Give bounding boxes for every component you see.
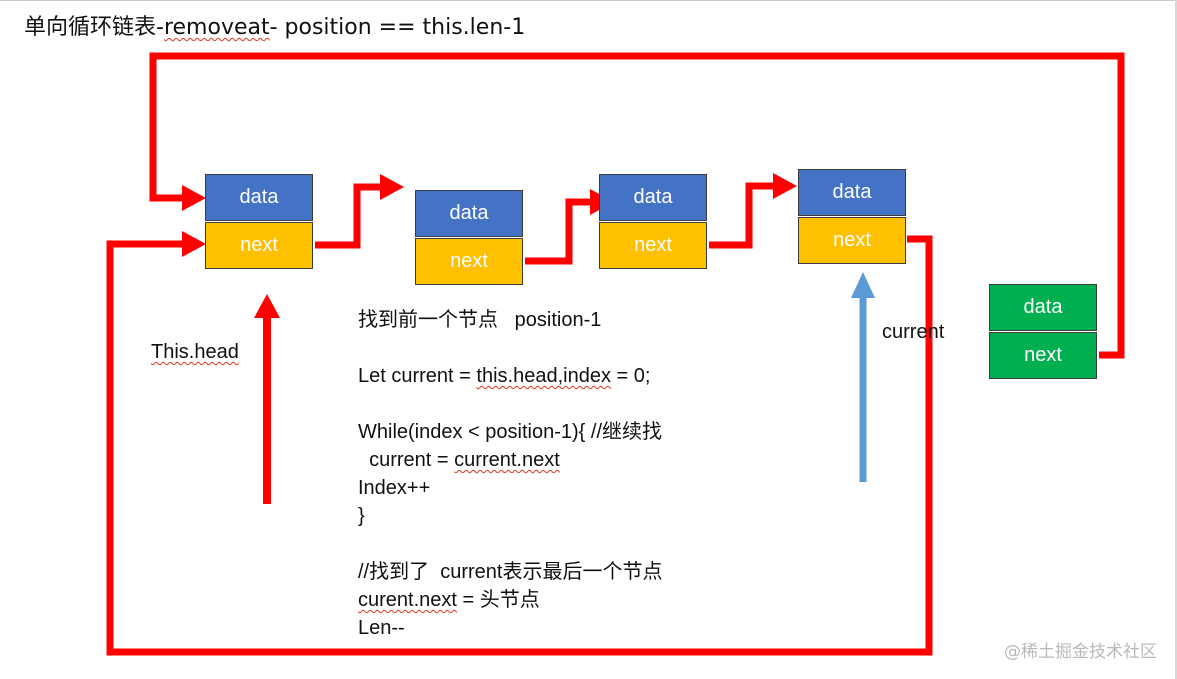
blank-line — [358, 334, 662, 362]
right-border-line — [1175, 0, 1177, 679]
code-line: 找到前一个节点 position-1 — [358, 309, 602, 331]
link-node3-to-node4 — [709, 182, 775, 249]
head-pointer-label: This.head — [151, 341, 239, 363]
list-node-2: data next — [415, 190, 523, 286]
watermark: @稀土掘金技术社区 — [1004, 642, 1157, 662]
node-data-cell: data — [599, 174, 707, 221]
list-node-4: data next — [798, 169, 906, 265]
node-next-cell: next — [205, 222, 313, 269]
code-line: current = current.next — [358, 446, 662, 474]
code-text: = 0; — [610, 365, 651, 387]
link-node1-to-node2-arrowhead — [380, 174, 404, 200]
node-data-cell: data — [415, 190, 523, 237]
code-line: //找到了 current表示最后一个节点 — [358, 561, 663, 583]
code-text: = 头节点 — [456, 589, 540, 611]
tail-to-head-arrowhead — [182, 231, 206, 257]
removed-node: data next — [989, 284, 1097, 380]
current-pointer-arrowhead — [851, 272, 875, 298]
node-next-cell: next — [415, 238, 523, 285]
node-next-cell: next — [798, 217, 906, 264]
link-node2-to-node3 — [525, 198, 592, 265]
head-pointer-arrowhead — [254, 294, 280, 318]
top-border-line — [0, 0, 1177, 1]
code-text: curent.next — [358, 589, 457, 611]
link-node3-to-node4-arrowhead — [773, 173, 797, 199]
title-prefix: 单向循环链表- — [24, 15, 164, 40]
wrap-link-from-last-node — [149, 52, 1125, 359]
blank-line — [358, 530, 662, 558]
code-text: Let current = — [358, 365, 477, 387]
diagram-title: 单向循环链表-removeat- position == this.len-1 — [24, 9, 525, 41]
code-line: Index++ — [358, 477, 431, 499]
blank-line — [358, 390, 662, 418]
code-line: } — [358, 505, 365, 527]
tail-to-head-link — [106, 235, 933, 656]
link-node1-to-node2 — [315, 183, 382, 249]
code-text: current = — [358, 449, 455, 471]
list-node-3: data next — [599, 174, 707, 270]
wrap-link-arrowhead — [182, 185, 206, 211]
code-text: this.head,index — [476, 365, 611, 387]
title-keyword: removeat — [163, 15, 270, 40]
node-data-cell: data — [798, 169, 906, 216]
title-suffix: - position == this.len-1 — [269, 15, 526, 40]
code-text: current.next — [454, 449, 560, 471]
code-line: Len-- — [358, 617, 405, 639]
node-data-cell: data — [205, 174, 313, 221]
node-next-cell: next — [599, 222, 707, 269]
node-next-cell: next — [989, 332, 1097, 379]
code-line: Let current = this.head,index = 0; — [358, 362, 662, 390]
code-line: While(index < position-1){ //继续找 — [358, 421, 663, 443]
list-node-1: data next — [205, 174, 313, 270]
current-pointer-label: current — [882, 321, 945, 343]
pseudocode-block: 找到前一个节点 position-1 Let current = this.he… — [358, 306, 662, 642]
code-line: curent.next = 头节点 — [358, 586, 662, 614]
node-data-cell: data — [989, 284, 1097, 331]
